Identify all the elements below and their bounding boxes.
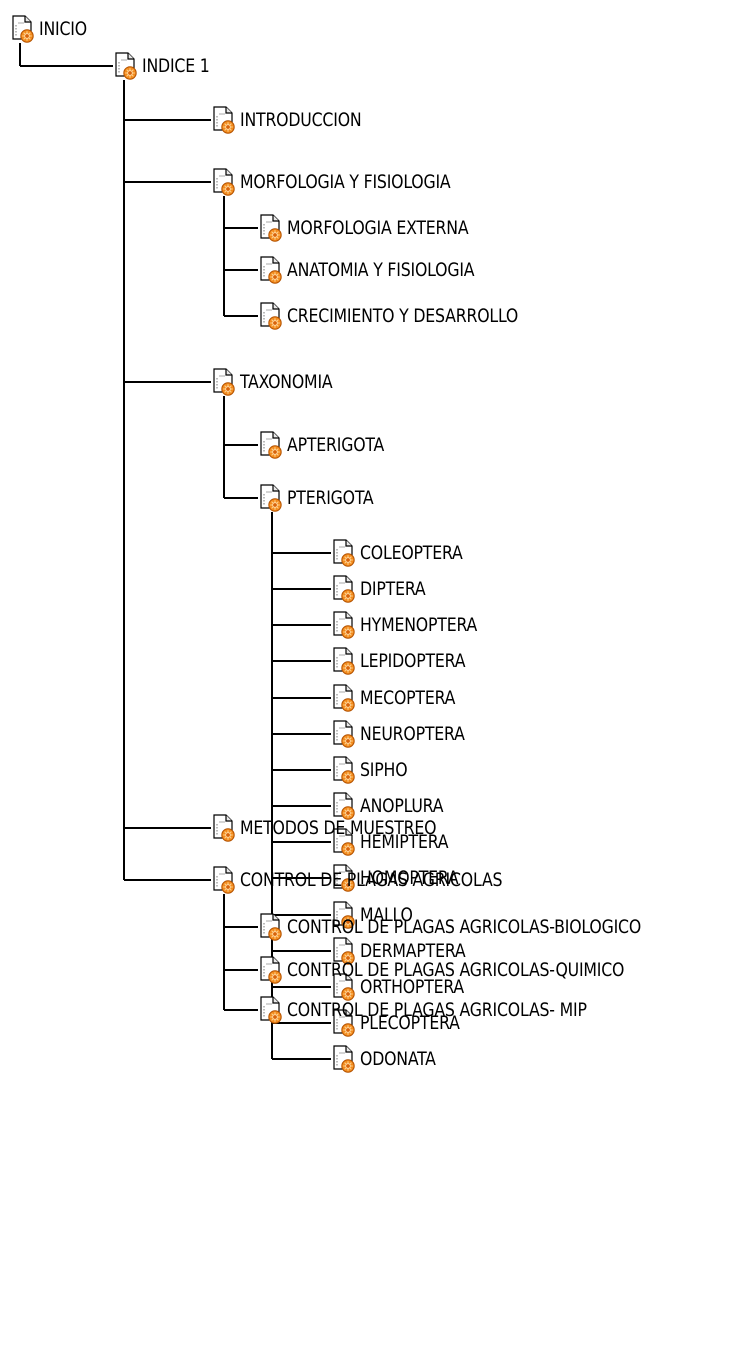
document-gear-icon [331,1045,357,1073]
tree-node-label: ODONATA [360,1048,436,1070]
document-gear-icon [113,52,139,80]
document-gear-icon [331,792,357,820]
tree-node-label: CONTROL DE PLAGAS AGRICOLAS- MIP [287,999,587,1021]
document-gear-icon [211,814,237,842]
tree-node-indice-1[interactable]: INDICE 1 [113,52,215,80]
document-gear-icon [258,996,284,1024]
tree-node-label: INTRODUCCION [240,109,362,131]
tree-node-apterigota[interactable]: APTERIGOTA [258,431,393,459]
document-gear-icon [258,302,284,330]
tree-node-anatomia-y-fisiologia[interactable]: ANATOMIA Y FISIOLOGIA [258,256,491,284]
tree-node-label: MORFOLOGIA EXTERNA [287,217,469,239]
tree-node-label: LEPIDOPTERA [360,650,466,672]
document-gear-icon [258,431,284,459]
tree-node-label: APTERIGOTA [287,434,385,456]
tree-node-label: NEUROPTERA [360,723,465,745]
document-gear-icon [258,214,284,242]
tree-node-hymenoptera[interactable]: HYMENOPTERA [331,611,487,639]
document-gear-icon [258,484,284,512]
tree-node-label: CONTROL DE PLAGAS AGRICOLAS-QUIMICO [287,959,625,981]
tree-node-diptera[interactable]: DIPTERA [331,575,431,603]
document-gear-icon [258,956,284,984]
document-gear-icon [331,575,357,603]
tree-node-introduccion[interactable]: INTRODUCCION [211,106,372,134]
tree-node-label: INICIO [39,18,87,40]
tree-node-orthoptera[interactable]: ORTHOPTERA [331,973,473,1001]
tree-node-anoplura[interactable]: ANOPLURA [331,792,451,820]
tree-node-label: CONTROL DE PLAGAS AGRICOLAS-BIOLOGICO [287,916,642,938]
tree-node-label: HYMENOPTERA [360,614,478,636]
tree-node-taxonomia[interactable]: TAXONOMIA [211,368,341,396]
tree-node-crecimiento-y-desarrollo[interactable]: CRECIMIENTO Y DESARROLLO [258,302,538,330]
document-gear-icon [331,901,357,929]
tree-node-label: MECOPTERA [360,687,456,709]
document-gear-icon [331,828,357,856]
tree-node-control-de-plagas-agricolas-quimico[interactable]: CONTROL DE PLAGAS AGRICOLAS-QUIMICO [258,956,654,984]
tree-node-control-de-plagas-agricolas-mip[interactable]: CONTROL DE PLAGAS AGRICOLAS- MIP [258,996,613,1024]
tree-node-label: CONTROL DE PLAGAS AGRICOLAS [240,869,503,891]
tree-node-label: DERMAPTERA [360,940,466,962]
tree-node-label: METODOS DE MUESTREO [240,817,437,839]
document-gear-icon [331,720,357,748]
tree-node-plecoptera[interactable]: PLECOPTERA [331,1009,468,1037]
document-gear-icon [331,756,357,784]
tree-node-morfologia-y-fisiologia[interactable]: MORFOLOGIA Y FISIOLOGIA [211,168,469,196]
tree-node-homoptera[interactable]: HOMOPTERA [331,864,467,892]
document-gear-icon [331,1009,357,1037]
document-gear-icon [211,168,237,196]
document-gear-icon [331,647,357,675]
tree-node-pterigota[interactable]: PTERIGOTA [258,484,381,512]
tree-node-odonata[interactable]: ODONATA [331,1045,442,1073]
tree-node-label: INDICE 1 [142,55,210,77]
tree-node-control-de-plagas-agricolas[interactable]: CONTROL DE PLAGAS AGRICOLAS [211,866,525,894]
document-gear-icon [211,866,237,894]
tree-node-mecoptera[interactable]: MECOPTERA [331,684,463,712]
tree-node-label: CRECIMIENTO Y DESARROLLO [287,305,519,327]
tree-node-label: ANATOMIA Y FISIOLOGIA [287,259,475,281]
tree-node-label: PLECOPTERA [360,1012,460,1034]
tree-node-label: SIPHO [360,759,408,781]
tree-node-label: MALLO [360,904,413,926]
tree-node-label: DIPTERA [360,578,426,600]
document-gear-icon [331,539,357,567]
tree-node-inicio[interactable]: INICIO [10,15,91,43]
document-gear-icon [258,256,284,284]
document-gear-icon [211,368,237,396]
document-gear-icon [331,611,357,639]
tree-node-label: HEMIPTERA [360,831,449,853]
tree-node-neuroptera[interactable]: NEUROPTERA [331,720,474,748]
tree-node-hemiptera[interactable]: HEMIPTERA [331,828,456,856]
tree-node-dermaptera[interactable]: DERMAPTERA [331,937,475,965]
document-gear-icon [331,937,357,965]
tree-node-label: ORTHOPTERA [360,976,464,998]
tree-node-coleoptera[interactable]: COLEOPTERA [331,539,472,567]
document-gear-icon [258,913,284,941]
document-gear-icon [10,15,36,43]
tree-node-label: HOMOPTERA [360,867,459,889]
tree-node-morfologia-externa[interactable]: MORFOLOGIA EXTERNA [258,214,484,242]
document-gear-icon [331,973,357,1001]
document-gear-icon [211,106,237,134]
tree-node-label: TAXONOMIA [240,371,333,393]
tree-node-label: ANOPLURA [360,795,444,817]
tree-node-label: COLEOPTERA [360,542,463,564]
tree-node-metodos-de-muestreo[interactable]: METODOS DE MUESTREO [211,814,453,842]
document-gear-icon [331,864,357,892]
tree-node-label: MORFOLOGIA Y FISIOLOGIA [240,171,451,193]
tree-node-label: PTERIGOTA [287,487,374,509]
tree-node-control-de-plagas-agricolas-biologico[interactable]: CONTROL DE PLAGAS AGRICOLAS-BIOLOGICO [258,913,672,941]
document-gear-icon [331,684,357,712]
tree-node-mallo[interactable]: MALLO [331,901,417,929]
tree-node-sipho[interactable]: SIPHO [331,756,412,784]
tree-node-lepidoptera[interactable]: LEPIDOPTERA [331,647,474,675]
